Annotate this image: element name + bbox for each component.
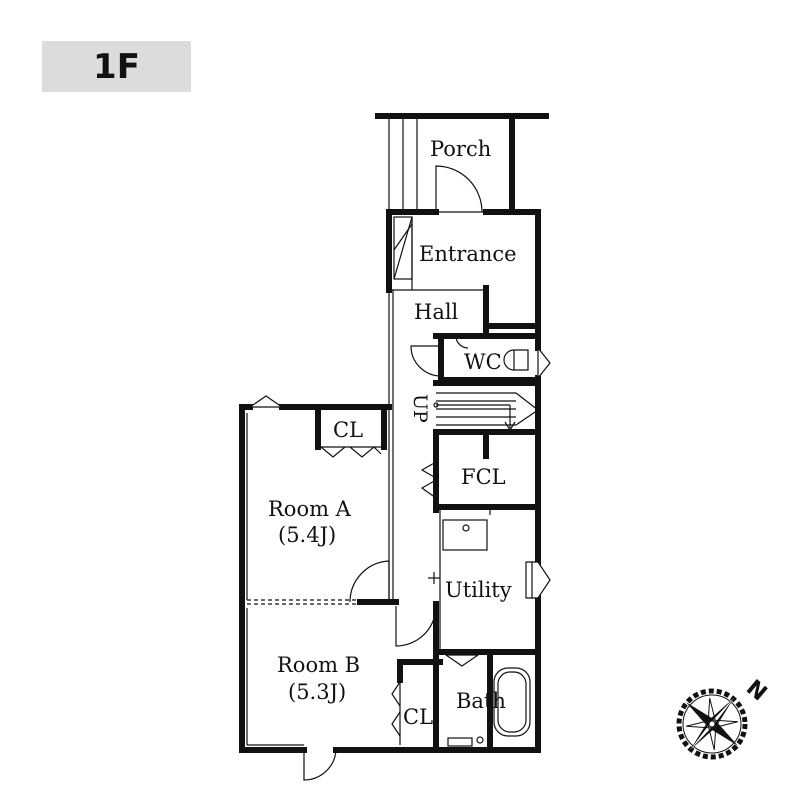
porch-area [375,113,549,215]
room-b-door-swing [395,605,437,647]
closet-top-label: CL [333,418,363,442]
wc-door-swing [410,345,442,377]
room-b-size-label: (5.3J) [288,680,346,704]
utility-window-marker [525,561,551,599]
bath-label: Bath [456,689,506,713]
room-a-door-swing [349,560,390,603]
stair-up-label: UP [409,394,431,423]
utility-area [428,507,551,652]
room-a-window-marker [248,395,284,408]
closet-bottom [391,659,443,745]
room-b-name-label: Room B [277,653,360,677]
hall-label: Hall [414,300,459,324]
porch-label: Porch [430,137,491,161]
staircase [433,380,541,432]
entrance-area [389,216,486,291]
porch-door-swing [435,165,486,213]
fcl-label: FCL [461,465,506,489]
closet-top [315,404,387,458]
room-a-size-label: (5.4J) [278,523,336,547]
floor-label-badge: 1F [42,41,191,92]
bath-area [437,649,541,753]
room-b-exterior-door-swing [303,749,337,781]
wc-label: WC [464,350,502,374]
compass-north-label: N [741,675,771,706]
bath-door-marker [444,654,480,667]
fcl-area [420,429,541,513]
entrance-label: Entrance [419,242,517,266]
room-a-name-label: Room A [268,497,352,521]
floor-label-text: 1F [93,46,140,87]
wc-window-marker [537,346,551,380]
utility-label: Utility [445,578,512,602]
closet-bottom-label: CL [403,705,433,729]
compass-rose-icon [676,688,748,760]
room-divider [247,560,439,753]
